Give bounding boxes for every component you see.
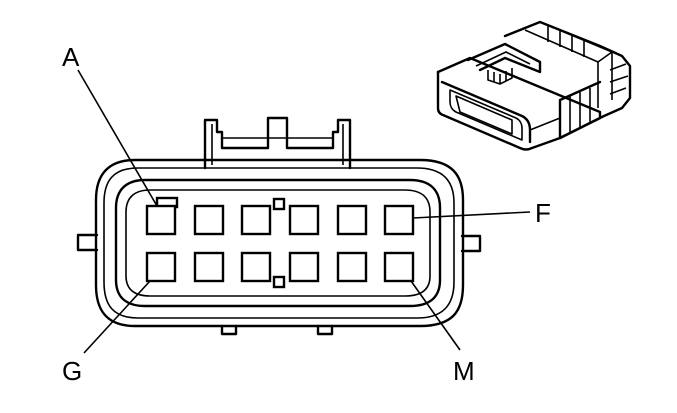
connector-housing-ring <box>103 167 455 319</box>
cavity-l <box>336 251 368 283</box>
cavity-g <box>145 251 177 283</box>
key-marker <box>272 197 286 211</box>
connector-isometric-view <box>436 20 632 151</box>
cavity-m <box>383 251 415 283</box>
connector-inner-seal <box>114 178 442 308</box>
bottom-tab <box>316 324 334 336</box>
leader-f <box>412 211 531 219</box>
leader-g <box>83 280 151 354</box>
cavity-e <box>336 204 368 236</box>
cavity-c <box>240 204 272 236</box>
connector-latch <box>203 116 352 170</box>
leader-lines <box>77 69 531 354</box>
cavity-j <box>240 251 272 283</box>
label-a: A <box>62 42 80 72</box>
left-ear <box>76 233 99 252</box>
cavity-h <box>193 251 225 283</box>
cavity-b <box>193 204 225 236</box>
label-m: M <box>453 356 475 386</box>
key-marker <box>272 275 286 289</box>
leader-m <box>410 280 461 351</box>
cavity-a <box>145 204 177 236</box>
cavity-k <box>288 251 320 283</box>
connector-housing-outer <box>94 158 465 328</box>
cavity-d <box>288 204 320 236</box>
leader-a <box>77 69 158 207</box>
connector-face-view <box>76 116 482 336</box>
label-g: G <box>62 356 82 386</box>
bottom-tab <box>220 324 238 336</box>
label-f: F <box>535 198 551 228</box>
cavity-f <box>383 204 415 236</box>
right-ear <box>460 234 482 253</box>
